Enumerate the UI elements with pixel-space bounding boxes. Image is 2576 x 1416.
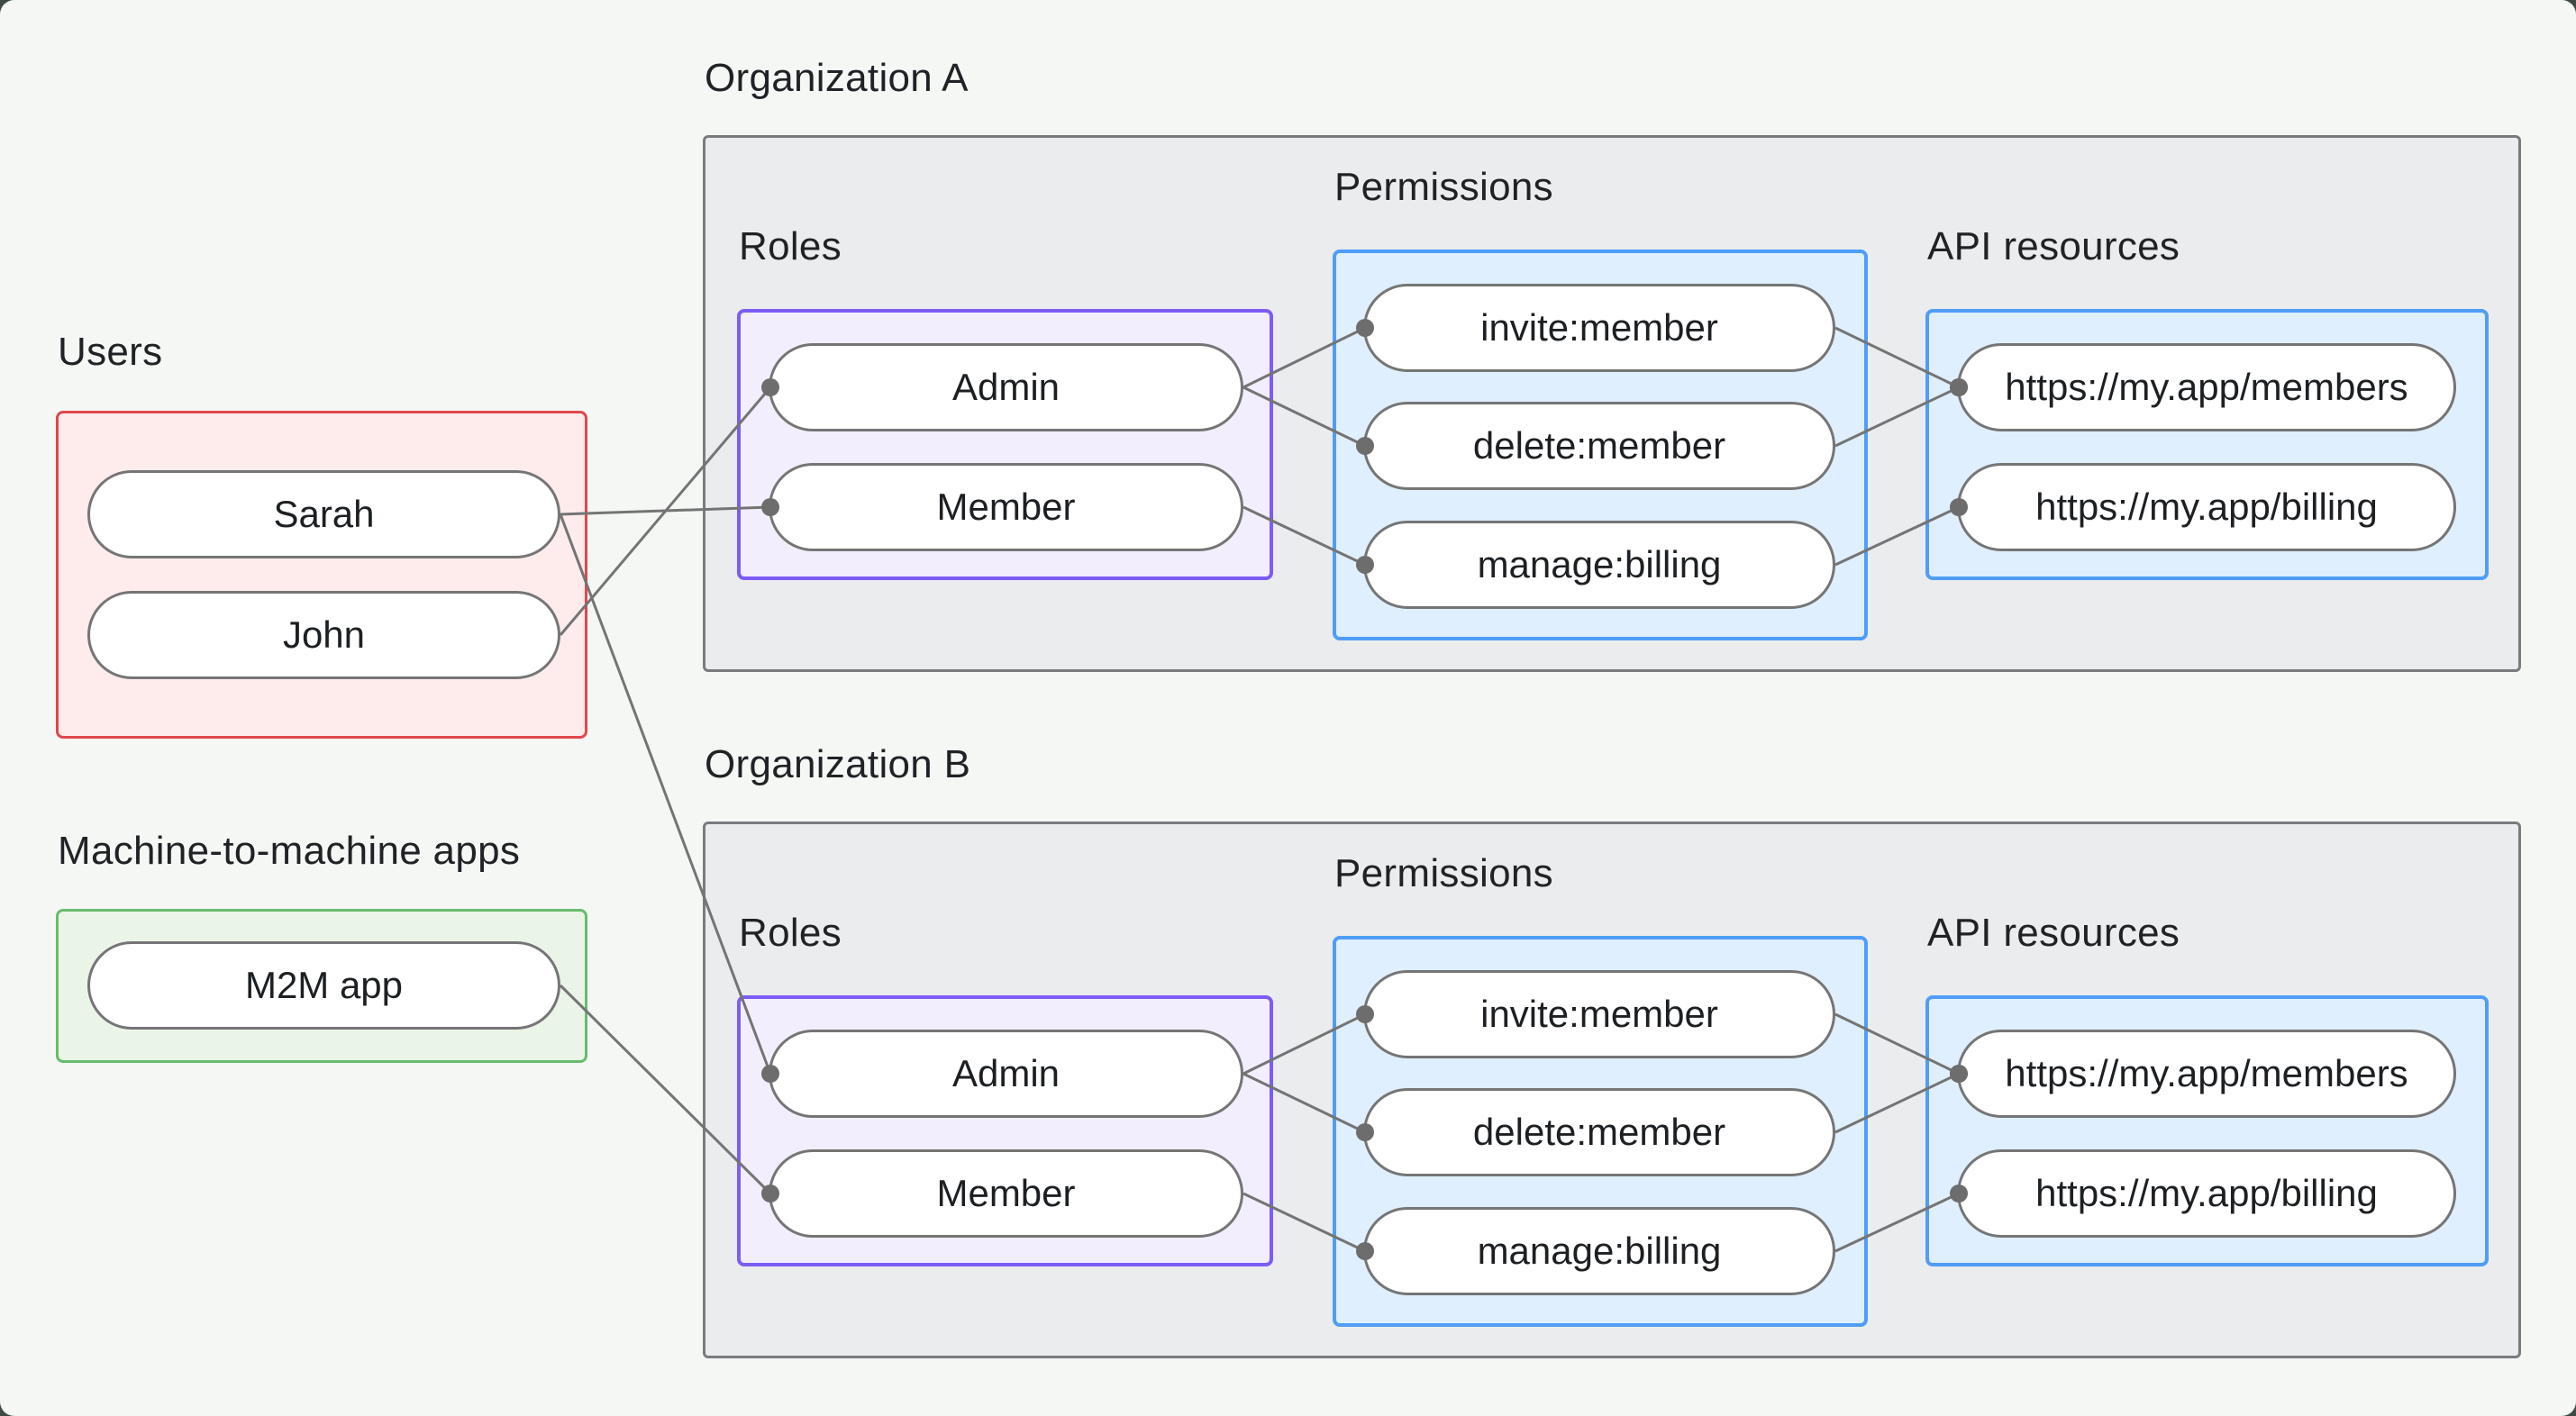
org-a-api-node-billing: https://my.app/billing [1957,463,2456,551]
org-b-role-node-member: Member [769,1149,1243,1238]
m2m-app-node: M2M app [87,941,560,1030]
org-a-permission-node-manage: manage:billing [1363,521,1835,609]
org-b-roles-label: Roles [739,911,842,955]
user-node-sarah: Sarah [87,470,560,558]
users-group-box [56,411,587,739]
org-a-role-node-member: Member [769,463,1243,551]
org-a-permission-node-delete: delete:member [1363,402,1835,490]
org-a-api-node-members: https://my.app/members [1957,343,2456,431]
org-a-permissions-label: Permissions [1334,165,1553,209]
org-b-api-node-billing: https://my.app/billing [1957,1149,2456,1238]
m2m-apps-group-label: Machine-to-machine apps [58,829,521,873]
org-b-permission-node-invite: invite:member [1363,970,1835,1058]
org-b-permissions-label: Permissions [1334,851,1553,895]
org-a-api-resources-label: API resources [1927,224,2180,268]
users-group-label: Users [58,330,163,374]
organization-a-label: Organization A [705,56,969,100]
org-b-api-node-members: https://my.app/members [1957,1030,2456,1118]
organization-b-label: Organization B [705,742,971,786]
org-b-permission-node-manage: manage:billing [1363,1207,1835,1295]
org-b-role-node-admin: Admin [769,1030,1243,1118]
org-a-permission-node-invite: invite:member [1363,284,1835,372]
org-a-roles-label: Roles [739,224,842,268]
user-node-john: John [87,591,560,679]
org-b-api-resources-label: API resources [1927,911,2180,955]
org-a-role-node-admin: Admin [769,343,1243,431]
org-b-permission-node-delete: delete:member [1363,1088,1835,1176]
